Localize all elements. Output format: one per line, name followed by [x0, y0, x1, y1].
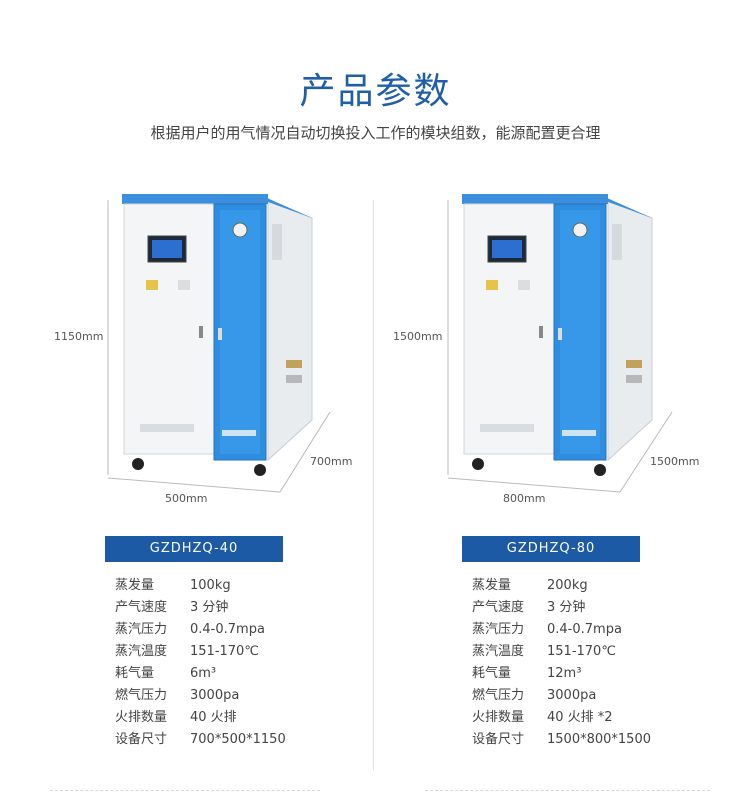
spec-row: 蒸发量 100kg	[115, 575, 355, 597]
spec-row: 设备尺寸 1500*800*1500	[472, 729, 732, 751]
height-dimension-label: 1150mm	[54, 330, 104, 343]
spec-label: 产气速度	[115, 600, 168, 615]
width-dimension-label: 800mm	[503, 492, 546, 505]
model-name-bar: GZDHZQ-80	[462, 536, 640, 562]
spec-value: 1500*800*1500	[547, 732, 651, 747]
spec-row: 设备尺寸 700*500*1150	[115, 729, 355, 751]
steam-generator-image-1	[107, 194, 331, 493]
spec-row: 蒸汽温度 151-170℃	[472, 641, 732, 663]
spec-value: 0.4-0.7mpa	[547, 622, 622, 637]
spec-row: 火排数量 40 火排	[115, 707, 355, 729]
spec-list: 蒸发量 100kg 产气速度 3 分钟 蒸汽压力 0.4-0.7mpa 蒸汽温度…	[115, 575, 355, 751]
page-title: 产品参数	[299, 71, 452, 112]
spec-row: 火排数量 40 火排 *2	[472, 707, 732, 729]
spec-label: 耗气量	[472, 666, 512, 681]
width-dimension-label: 500mm	[165, 492, 208, 505]
spec-value: 6m³	[190, 666, 217, 681]
spec-row: 耗气量 12m³	[472, 663, 732, 685]
steam-generator-image-2	[447, 194, 673, 493]
spec-label: 蒸发量	[472, 578, 512, 593]
spec-row: 产气速度 3 分钟	[115, 597, 355, 619]
spec-value: 200kg	[547, 578, 588, 593]
spec-label: 蒸发量	[115, 578, 155, 593]
spec-label: 火排数量	[472, 710, 525, 725]
spec-row: 燃气压力 3000pa	[472, 685, 732, 707]
spec-value: 151-170℃	[547, 644, 616, 659]
spec-value: 0.4-0.7mpa	[190, 622, 265, 637]
height-dimension-label: 1500mm	[393, 330, 443, 343]
bottom-divider-left	[50, 790, 320, 791]
spec-row: 耗气量 6m³	[115, 663, 355, 685]
spec-label: 产气速度	[472, 600, 525, 615]
spec-row: 产气速度 3 分钟	[472, 597, 732, 619]
spec-label: 耗气量	[115, 666, 155, 681]
model-name-bar: GZDHZQ-40	[105, 536, 283, 562]
spec-value: 700*500*1150	[190, 732, 286, 747]
spec-row: 蒸发量 200kg	[472, 575, 732, 597]
spec-value: 12m³	[547, 666, 582, 681]
spec-row: 燃气压力 3000pa	[115, 685, 355, 707]
spec-value: 40 火排	[190, 710, 237, 725]
spec-value: 151-170℃	[190, 644, 259, 659]
spec-label: 燃气压力	[472, 688, 525, 703]
spec-label: 蒸汽压力	[115, 622, 168, 637]
spec-row: 蒸汽压力 0.4-0.7mpa	[115, 619, 355, 641]
spec-value: 3 分钟	[190, 600, 229, 615]
spec-row: 蒸汽压力 0.4-0.7mpa	[472, 619, 732, 641]
spec-value: 3000pa	[547, 688, 597, 703]
spec-value: 3000pa	[190, 688, 240, 703]
spec-list: 蒸发量 200kg 产气速度 3 分钟 蒸汽压力 0.4-0.7mpa 蒸汽温度…	[472, 575, 732, 751]
spec-label: 蒸汽温度	[115, 644, 168, 659]
depth-dimension-label: 700mm	[310, 455, 353, 468]
spec-label: 蒸汽压力	[472, 622, 525, 637]
spec-value: 100kg	[190, 578, 231, 593]
spec-label: 设备尺寸	[472, 732, 525, 747]
column-divider	[373, 200, 374, 770]
spec-label: 火排数量	[115, 710, 168, 725]
bottom-divider-right	[425, 790, 710, 791]
spec-label: 蒸汽温度	[472, 644, 525, 659]
spec-row: 蒸汽温度 151-170℃	[115, 641, 355, 663]
page-subtitle: 根据用户的用气情况自动切换投入工作的模块组数，能源配置更合理	[150, 124, 601, 142]
spec-label: 设备尺寸	[115, 732, 168, 747]
spec-value: 3 分钟	[547, 600, 586, 615]
spec-value: 40 火排 *2	[547, 710, 613, 725]
spec-label: 燃气压力	[115, 688, 168, 703]
depth-dimension-label: 1500mm	[650, 455, 700, 468]
